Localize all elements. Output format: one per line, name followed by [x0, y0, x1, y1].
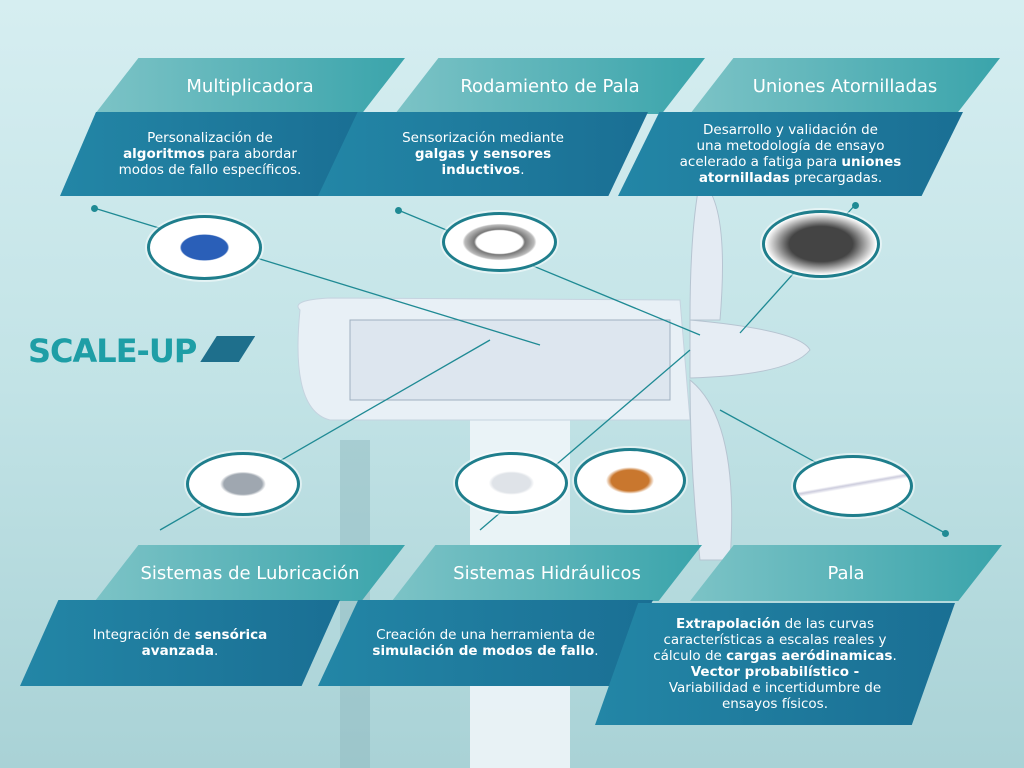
- description-line: una metodología de ensayo: [658, 138, 923, 154]
- text: .: [594, 643, 599, 659]
- card-title: Sistemas Hidráulicos: [392, 545, 702, 601]
- hydraulic-unit-image: [574, 448, 686, 513]
- text: Creación de una herramienta de: [376, 627, 595, 643]
- description-line: galgas y sensores: [358, 146, 608, 162]
- text: Integración de: [92, 627, 195, 643]
- description-line: Vector probabilístico -: [635, 664, 915, 680]
- description-line: inductivos.: [358, 162, 608, 178]
- text: una metodología de ensayo: [696, 138, 885, 154]
- description-line: ensayos físicos.: [635, 696, 915, 712]
- text: cálculo de: [653, 648, 727, 664]
- highlight-text: galgas y sensores: [414, 146, 552, 162]
- highlight-text: atornilladas: [698, 170, 790, 186]
- bolted-joints-image: [762, 210, 880, 278]
- highlight-text: inductivos: [441, 162, 521, 178]
- description-line: algoritmos para abordar: [100, 146, 320, 162]
- lubrication-image: [186, 452, 300, 516]
- description-line: Personalización de: [100, 130, 320, 146]
- description-line: Extrapolación de las curvas: [635, 616, 915, 632]
- text: Sensorización mediante: [402, 130, 564, 146]
- highlight-text: simulación de modos de fallo: [372, 643, 595, 659]
- connector-dot: [852, 202, 859, 209]
- card-title: Multiplicadora: [95, 58, 405, 114]
- connector-dot: [942, 530, 949, 537]
- text: de las curvas: [780, 616, 874, 632]
- description-line: avanzada.: [60, 643, 300, 659]
- highlight-text: Vector probabilístico -: [690, 664, 860, 680]
- connector-dot: [395, 207, 402, 214]
- highlight-text: uniones: [841, 154, 902, 170]
- text: precargadas.: [789, 170, 883, 186]
- text: .: [520, 162, 525, 178]
- description-line: cálculo de cargas aeródinamicas.: [635, 648, 915, 664]
- description-line: Variabilidad e incertidumbre de: [635, 680, 915, 696]
- description-line: Integración de sensórica: [60, 627, 300, 643]
- description-line: características a escalas reales y: [635, 632, 915, 648]
- card-title: Pala: [690, 545, 1002, 601]
- gearbox-image: [147, 215, 262, 280]
- text: acelerado a fatiga para: [679, 154, 842, 170]
- description-line: acelerado a fatiga para uniones: [658, 154, 923, 170]
- text: características a escalas reales y: [663, 632, 887, 648]
- highlight-text: Extrapolación: [676, 616, 781, 632]
- scale-up-logo: SCALE-UP: [28, 332, 256, 370]
- highlight-text: avanzada: [141, 643, 215, 659]
- card-title: Rodamiento de Pala: [395, 58, 705, 114]
- text: Variabilidad e incertidumbre de: [668, 680, 882, 696]
- highlight-text: sensórica: [194, 627, 268, 643]
- text: Desarrollo y validación de: [703, 122, 878, 138]
- hydraulic-image: [455, 452, 568, 514]
- description-line: Desarrollo y validación de: [658, 122, 923, 138]
- description-line: simulación de modos de fallo.: [358, 643, 613, 659]
- text: para abordar: [204, 146, 297, 162]
- text: modos de fallo específicos.: [118, 162, 302, 178]
- description-line: Sensorización mediante: [358, 130, 608, 146]
- connector-dot: [91, 205, 98, 212]
- blade-bearing-image: [442, 212, 557, 272]
- card-title: Uniones Atornilladas: [690, 58, 1000, 114]
- description-line: atornilladas precargadas.: [658, 170, 923, 186]
- highlight-text: algoritmos: [123, 146, 205, 162]
- blade-image: [793, 455, 913, 517]
- highlight-text: cargas aeródinamicas: [726, 648, 893, 664]
- description-line: Creación de una herramienta de: [358, 627, 613, 643]
- text: Personalización de: [147, 130, 273, 146]
- description-line: modos de fallo específicos.: [100, 162, 320, 178]
- text: ensayos físicos.: [721, 696, 829, 712]
- text: .: [214, 643, 219, 659]
- text: .: [892, 648, 897, 664]
- card-title: Sistemas de Lubricación: [95, 545, 405, 601]
